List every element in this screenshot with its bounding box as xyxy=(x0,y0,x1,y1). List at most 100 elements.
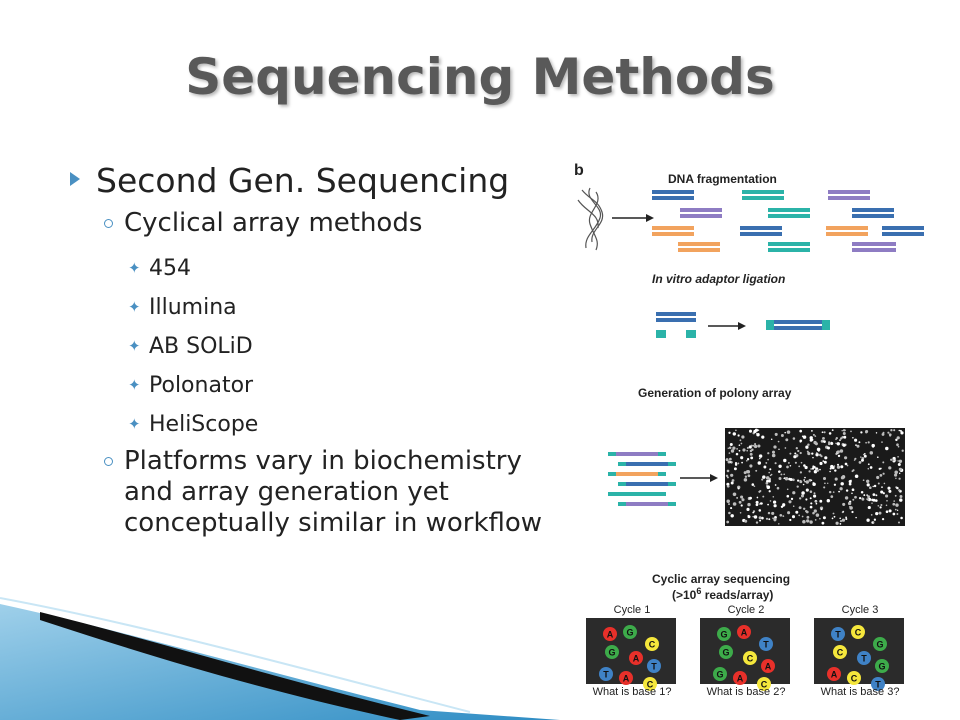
polony-dot xyxy=(813,466,816,469)
polony-dot xyxy=(872,485,874,488)
polony-dot xyxy=(726,499,730,504)
polony-dot xyxy=(839,517,841,520)
dna-fragment xyxy=(680,214,722,218)
base-letter: G xyxy=(720,630,727,640)
polony-dot xyxy=(769,474,772,477)
base-bead xyxy=(743,651,757,665)
polony-dot xyxy=(795,447,798,450)
reads-exponent: 6 xyxy=(696,586,702,596)
dna-fragment xyxy=(652,232,694,236)
polony-dot xyxy=(896,509,899,511)
polony-dot xyxy=(861,458,864,462)
polony-dot xyxy=(814,435,817,437)
dna-fragment xyxy=(626,462,668,466)
step-label-polony: Generation of polony array xyxy=(638,386,792,400)
polony-dot xyxy=(894,508,897,511)
adaptor-piece xyxy=(618,502,626,506)
polony-dot xyxy=(879,506,882,509)
polony-dot xyxy=(732,446,736,450)
polony-dot xyxy=(812,511,815,515)
polony-dot xyxy=(798,506,802,510)
polony-dot xyxy=(797,449,800,453)
dna-fragment xyxy=(740,232,782,236)
polony-dot xyxy=(770,438,773,441)
polony-dot xyxy=(890,458,893,461)
polony-dot xyxy=(816,469,820,472)
base-bead xyxy=(605,645,619,659)
polony-dot xyxy=(748,429,753,433)
polony-dot xyxy=(801,515,804,518)
polony-dot xyxy=(867,441,870,444)
polony-dot xyxy=(747,474,751,478)
polony-dot xyxy=(885,446,889,451)
polony-dot xyxy=(841,511,844,514)
panel-letter: b xyxy=(574,162,584,179)
dna-fragment xyxy=(768,208,810,212)
polony-dot xyxy=(795,454,799,457)
polony-dot xyxy=(898,489,901,492)
polony-dot xyxy=(728,503,730,506)
dna-fragment xyxy=(852,242,896,246)
polony-dot xyxy=(873,484,877,488)
polony-dot xyxy=(761,478,764,481)
polony-dot xyxy=(886,499,888,502)
polony-dot xyxy=(871,443,875,448)
polony-dot xyxy=(774,484,777,486)
polony-dot xyxy=(872,498,876,502)
base-bead xyxy=(759,637,773,651)
polony-dot xyxy=(832,491,835,493)
polony-dot xyxy=(838,490,841,493)
polony-dot xyxy=(799,479,802,482)
polony-dot xyxy=(900,431,904,435)
polony-dot xyxy=(858,441,861,444)
polony-dot xyxy=(834,477,838,481)
polony-dot xyxy=(769,500,772,502)
polony-dot xyxy=(815,500,818,503)
base-bead xyxy=(737,625,751,639)
polony-dot xyxy=(750,456,754,460)
polony-dot xyxy=(866,483,870,487)
polony-dot xyxy=(762,475,766,479)
polony-dot xyxy=(778,523,780,525)
polony-dot xyxy=(821,431,824,434)
polony-dot xyxy=(815,513,820,517)
polony-dot xyxy=(842,502,846,506)
polony-dot xyxy=(776,486,780,490)
polony-dot xyxy=(865,441,867,444)
base-bead xyxy=(623,625,637,639)
polony-dot xyxy=(880,490,884,494)
polony-dot xyxy=(815,453,819,457)
polony-dot xyxy=(804,480,806,483)
base-bead xyxy=(643,677,657,691)
polony-dot xyxy=(875,512,879,516)
polony-dot xyxy=(826,482,829,485)
polony-dot xyxy=(833,515,836,518)
dna-fragment xyxy=(652,190,694,194)
polony-dot xyxy=(856,444,860,448)
dna-fragment xyxy=(882,226,924,230)
polony-dot xyxy=(899,498,903,502)
dna-fragment xyxy=(826,232,868,236)
polony-dot xyxy=(881,486,883,488)
platform-item: ✦Polonator xyxy=(126,366,550,405)
polony-dot xyxy=(749,452,753,456)
polony-dot xyxy=(842,475,846,479)
polony-dot xyxy=(778,464,782,468)
polony-dot xyxy=(824,482,826,485)
bullet-level1-text: Second Gen. Sequencing xyxy=(96,161,510,200)
fragment-group xyxy=(652,190,924,252)
polony-dot xyxy=(792,505,795,507)
polony-dot xyxy=(778,470,781,473)
polony-dot xyxy=(737,462,740,465)
polony-dot xyxy=(876,475,880,480)
adaptor-piece xyxy=(668,482,676,486)
polony-dot xyxy=(743,478,748,482)
base-bead xyxy=(599,667,613,681)
dna-fragment xyxy=(852,214,894,218)
platform-item-text: 454 xyxy=(149,256,191,281)
polony-dot xyxy=(872,493,876,496)
polony-dot xyxy=(726,520,730,524)
polony-dot xyxy=(882,472,885,475)
polony-dot xyxy=(799,440,802,443)
polony-dot xyxy=(890,429,893,432)
